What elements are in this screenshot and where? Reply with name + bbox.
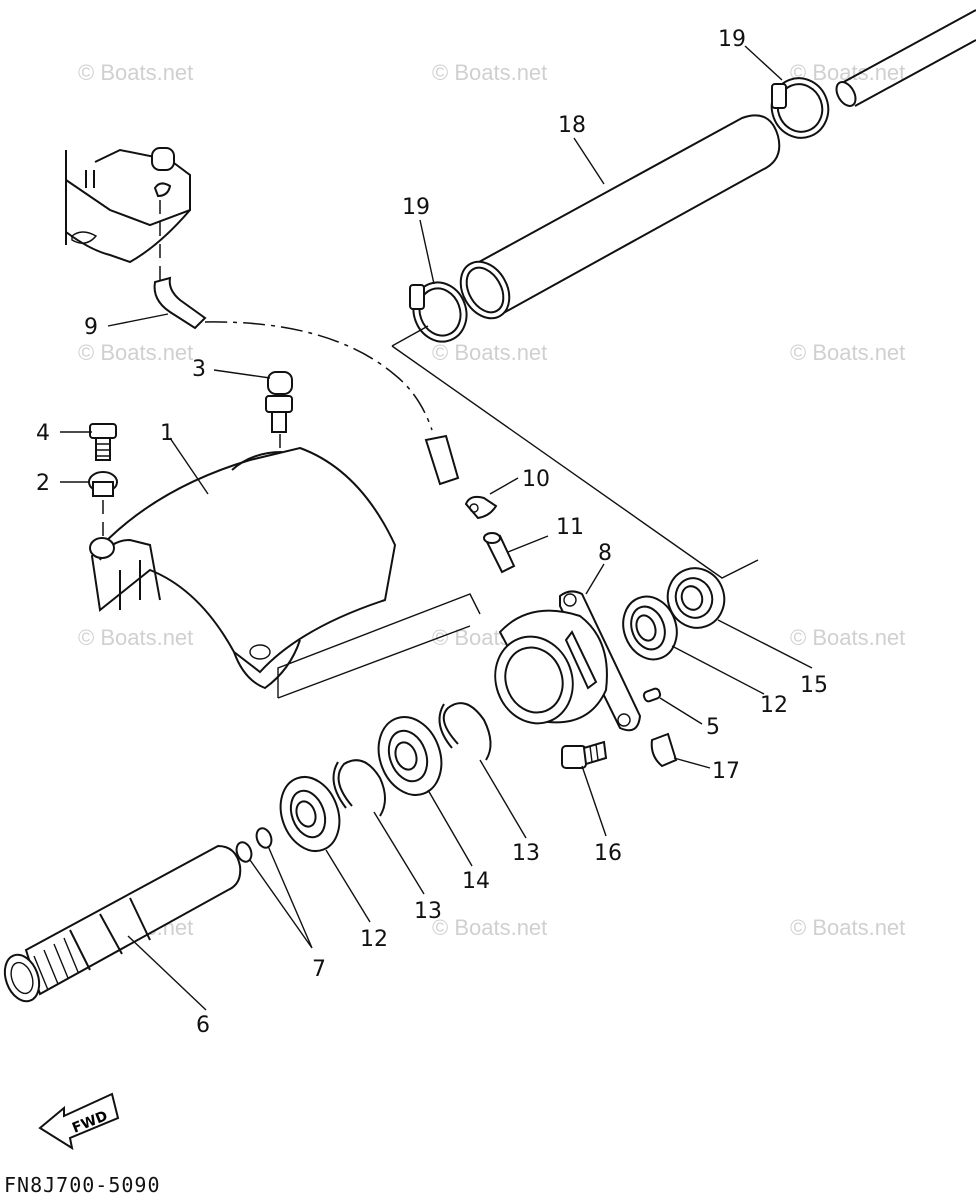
callout-13-upper: 13 xyxy=(512,841,540,866)
callout-16: 16 xyxy=(594,841,622,866)
circlip-13-lower xyxy=(332,759,386,817)
bearing-12-upper xyxy=(622,595,678,661)
callout-13-lower: 13 xyxy=(414,899,442,924)
callouts: 19 18 19 9 3 4 2 1 10 11 8 15 12 5 17 16… xyxy=(36,27,828,1038)
cover-1 xyxy=(89,446,397,690)
assembly-outline xyxy=(277,325,759,699)
watermark: © Boats.net xyxy=(78,340,193,365)
diagram-code: FN8J700-5090 xyxy=(4,1173,161,1197)
bolt-4 xyxy=(89,423,117,461)
housing-fragment xyxy=(65,147,191,290)
hose-clip-10 xyxy=(464,495,498,520)
callout-7: 7 xyxy=(312,957,326,982)
callout-11: 11 xyxy=(556,515,584,540)
collar-2 xyxy=(88,471,118,545)
callout-17: 17 xyxy=(712,759,740,784)
circlip-13-upper xyxy=(438,702,492,761)
callout-3: 3 xyxy=(192,357,206,382)
leader-lines xyxy=(60,45,813,1011)
hose-18 xyxy=(459,114,781,320)
bearing-14 xyxy=(377,716,443,796)
callout-12-upper: 12 xyxy=(760,693,788,718)
watermark: © Boats.net xyxy=(790,625,905,650)
callout-18: 18 xyxy=(558,113,586,138)
watermark: © Boats.net xyxy=(78,60,193,85)
bolt-16 xyxy=(561,740,608,769)
clip-17 xyxy=(650,732,678,768)
callout-10: 10 xyxy=(522,467,550,492)
callout-14: 14 xyxy=(462,869,490,894)
hose-9 xyxy=(153,276,460,486)
callout-2: 2 xyxy=(36,471,50,496)
callout-12-lower: 12 xyxy=(360,927,388,952)
bearing-12-lower xyxy=(279,776,341,852)
callout-6: 6 xyxy=(196,1013,210,1038)
impeller-shaft-6 xyxy=(3,844,242,1003)
callout-19-upper: 19 xyxy=(718,27,746,52)
hose-clamp-19-upper xyxy=(770,77,830,139)
bearing-15 xyxy=(666,567,726,629)
watermark: © Boats.net xyxy=(790,340,905,365)
fwd-arrow-icon: FWD xyxy=(38,1092,120,1151)
drive-shaft-end xyxy=(835,9,976,107)
callout-5: 5 xyxy=(706,715,720,740)
callout-8: 8 xyxy=(598,541,612,566)
callout-9: 9 xyxy=(84,315,98,340)
callout-4: 4 xyxy=(36,421,50,446)
watermark: © Boats.net xyxy=(432,60,547,85)
watermark: © Boats.net xyxy=(432,915,547,940)
bearing-housing-8 xyxy=(494,590,642,732)
o-rings-7 xyxy=(235,827,273,863)
callout-1: 1 xyxy=(160,421,174,446)
callout-15: 15 xyxy=(800,673,828,698)
callout-19-lower: 19 xyxy=(402,195,430,220)
pin-5 xyxy=(642,687,662,703)
watermark: © Boats.net xyxy=(432,340,547,365)
watermark: © Boats.net xyxy=(790,915,905,940)
nipple-11 xyxy=(483,532,516,574)
watermark: © Boats.net xyxy=(78,625,193,650)
